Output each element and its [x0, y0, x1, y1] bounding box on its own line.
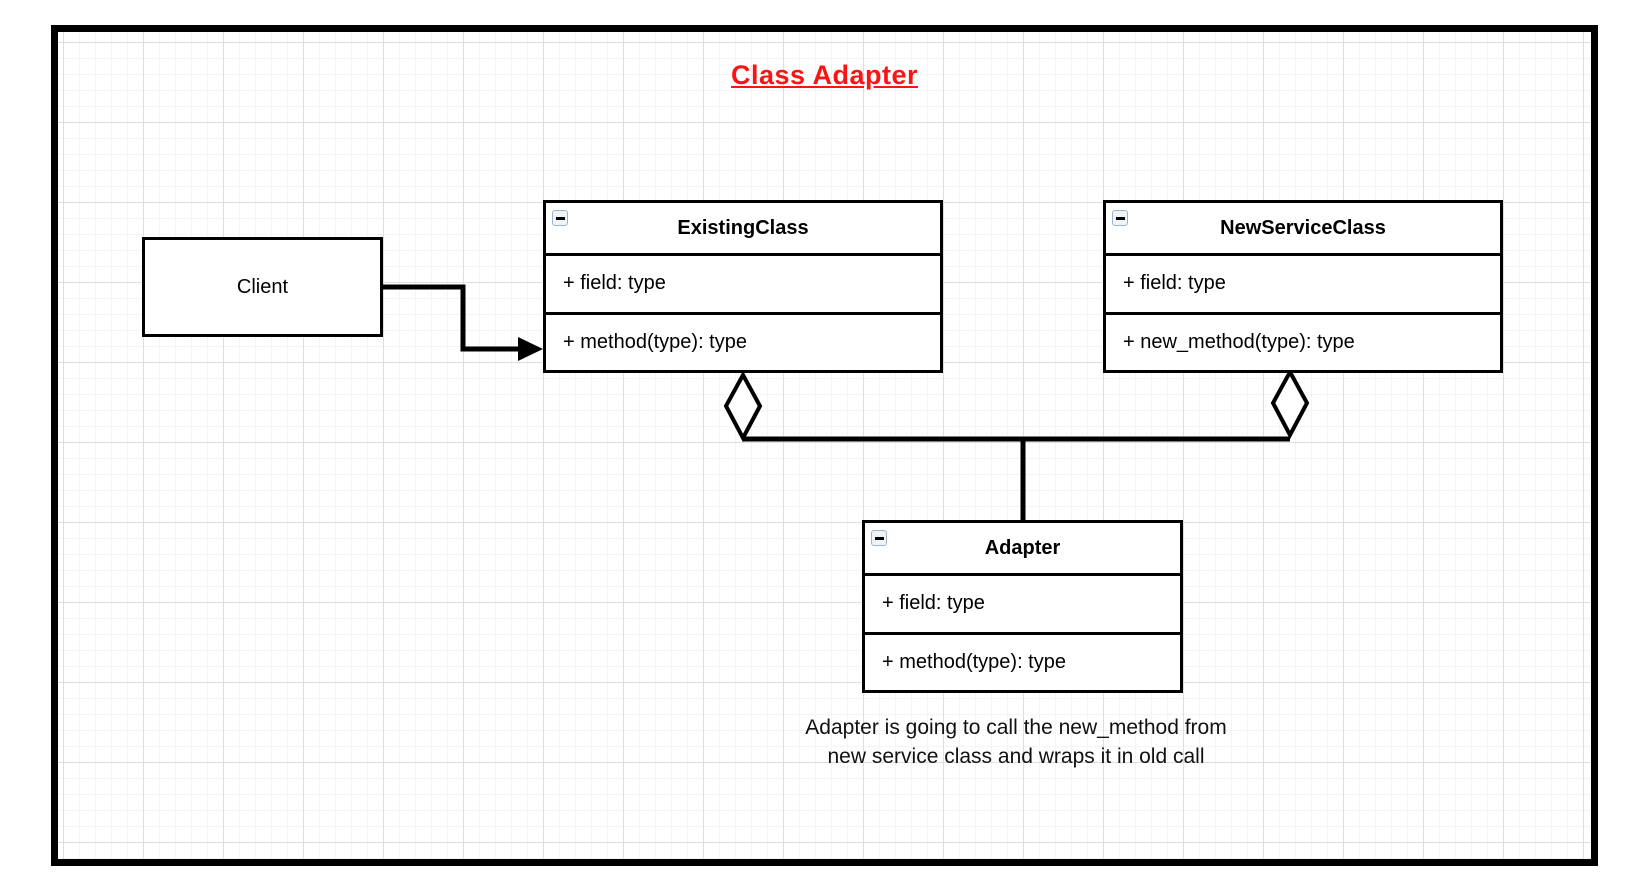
- annotation-line-1: Adapter is going to call the new_method …: [805, 716, 1227, 739]
- class-title: ExistingClass: [677, 216, 809, 239]
- class-member-row: + field: type: [1106, 253, 1500, 312]
- newserviceclass-header: NewServiceClass: [1106, 203, 1500, 253]
- collapse-minus-icon[interactable]: [552, 210, 568, 226]
- class-member-row: + field: type: [546, 253, 940, 312]
- client-shape[interactable]: Client: [142, 237, 383, 337]
- class-member-row: + field: type: [865, 573, 1180, 632]
- member-text: + field: type: [1123, 272, 1226, 295]
- arrowhead-icon: [518, 337, 543, 361]
- member-text: + new_method(type): type: [1123, 330, 1355, 353]
- annotation-line-2: new service class and wraps it in old ca…: [827, 744, 1205, 768]
- class-member-row: + method(type): type: [546, 311, 940, 371]
- member-text: + method(type): type: [563, 330, 747, 353]
- page-title: Class Adapter: [730, 60, 919, 90]
- adapter-header: Adapter: [865, 523, 1180, 573]
- existingclass-header: ExistingClass: [546, 203, 940, 253]
- member-text: + field: type: [882, 592, 985, 615]
- annotation-text: Adapter is going to call the new_method …: [696, 714, 1336, 772]
- member-text: + field: type: [563, 272, 666, 295]
- class-member-row: + method(type): type: [865, 631, 1180, 691]
- adapter-shape[interactable]: Adapter + field: type + method(type): ty…: [862, 520, 1183, 693]
- client-label: Client: [236, 275, 289, 298]
- existingclass-shape[interactable]: ExistingClass + field: type + method(typ…: [543, 200, 943, 373]
- class-title: Adapter: [984, 536, 1061, 559]
- member-text: + method(type): type: [882, 650, 1066, 673]
- aggregation-diamond-newserviceclass-icon[interactable]: [1270, 367, 1310, 440]
- collapse-minus-icon[interactable]: [1112, 210, 1128, 226]
- client-to-existingclass-arrow-line[interactable]: [383, 284, 521, 352]
- class-member-row: + new_method(type): type: [1106, 311, 1500, 371]
- aggregation-diamond-existingclass-icon[interactable]: [723, 370, 763, 443]
- grid-canvas: [51, 25, 1598, 866]
- class-title: NewServiceClass: [1220, 216, 1386, 239]
- newserviceclass-shape[interactable]: NewServiceClass + field: type + new_meth…: [1103, 200, 1503, 373]
- collapse-minus-icon[interactable]: [871, 530, 887, 546]
